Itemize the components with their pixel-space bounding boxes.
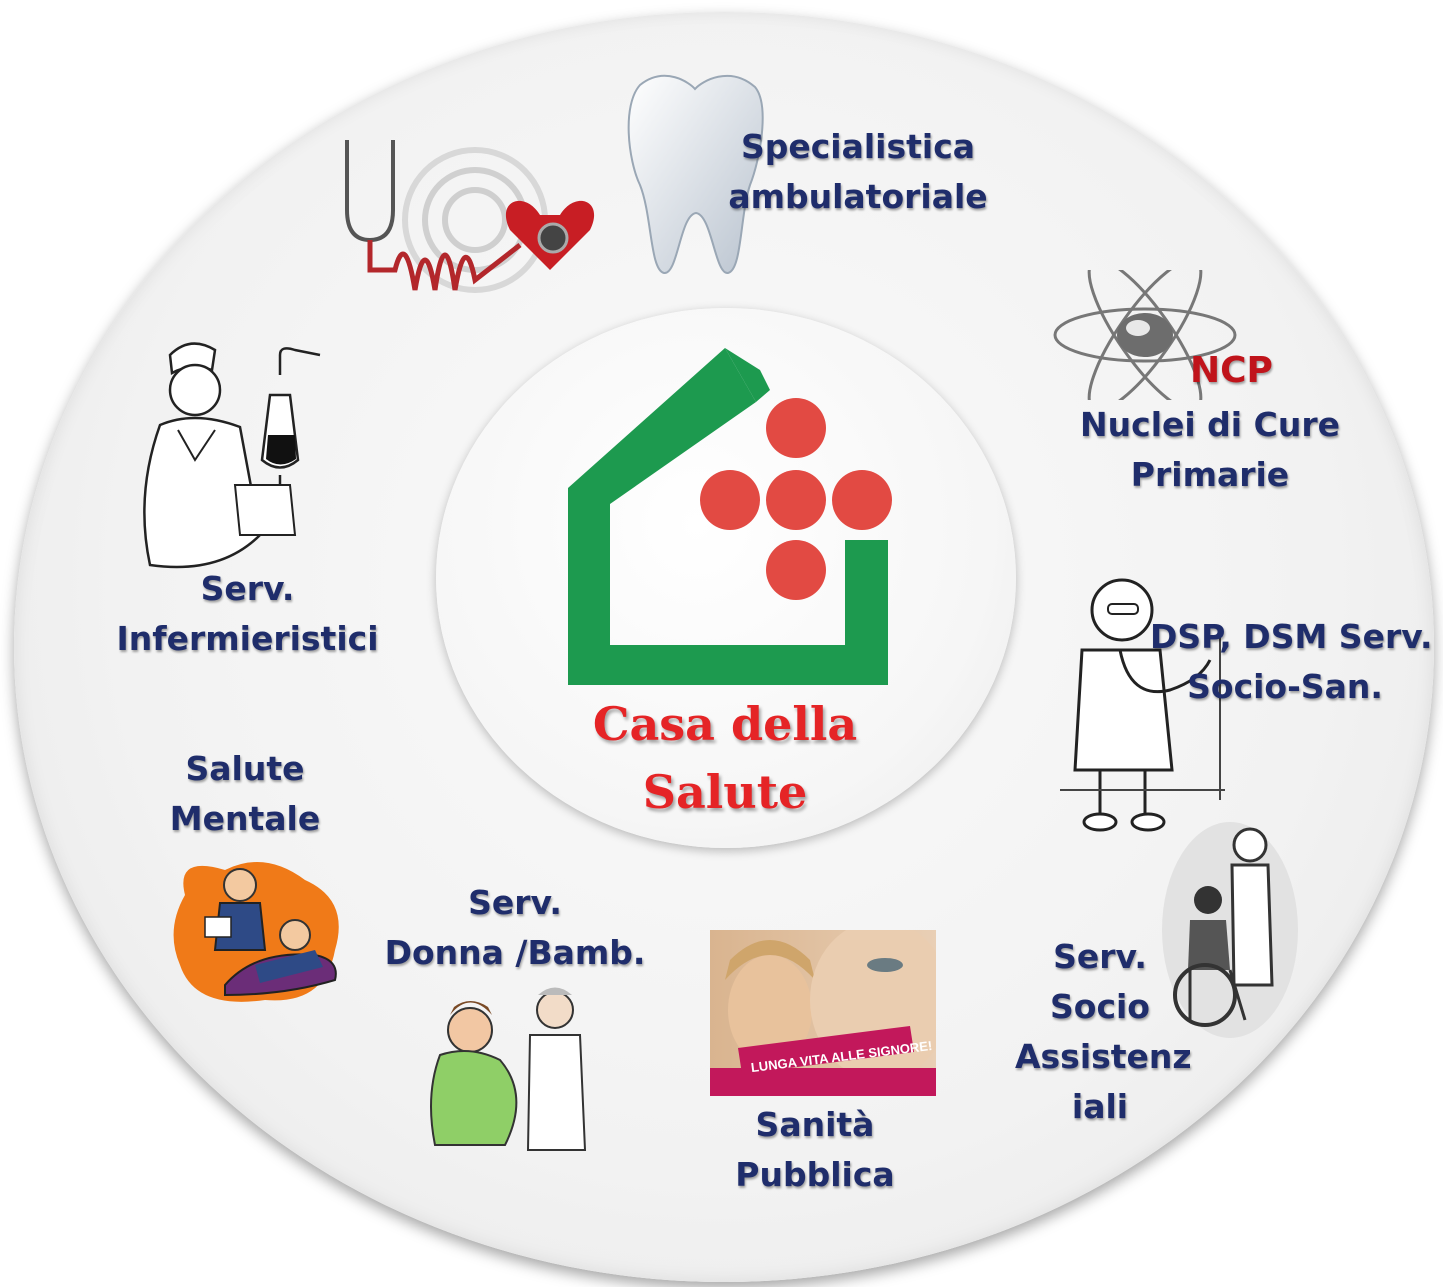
atom-icon: [1053, 270, 1237, 400]
nurse-icon: [143, 342, 321, 569]
label-mentale-line1: Salute: [185, 749, 305, 788]
label-donna-line1: Serv.: [468, 883, 562, 922]
house-cross-logo: [568, 348, 892, 685]
label-dsp-line1: DSP, DSM Serv.: [1150, 617, 1433, 656]
label-socio-line4: iali: [1071, 1087, 1129, 1126]
ncp-tag: NCP: [1190, 350, 1273, 391]
label-mentale: Salute Mentale: [150, 744, 340, 844]
label-socio-assistenziali: Serv. Socio Assistenz iali: [1015, 932, 1192, 1132]
center-title-line2: Salute: [642, 765, 808, 819]
stethoscope-heart-icon: [345, 140, 595, 293]
label-sanita-line2: Pubblica: [735, 1155, 895, 1194]
psychotherapy-icon: [173, 862, 339, 1002]
center-title: Casa della Salute: [500, 690, 950, 826]
label-sanita: Sanità Pubblica: [715, 1100, 915, 1200]
poster-image: LUNGA VITA ALLE SIGNORE!: [710, 930, 936, 1096]
tooth-icon: [627, 74, 764, 274]
label-dsp-line2: Socio-San.: [1187, 667, 1383, 706]
center-title-line1: Casa della: [592, 697, 858, 751]
label-specialistica-line1: Specialistica: [740, 127, 976, 166]
label-infermieristici-line1: Serv.: [200, 569, 295, 608]
label-socio-line2: Socio: [1050, 987, 1150, 1026]
label-mentale-line2: Mentale: [169, 799, 321, 838]
label-donna-line2: Donna /Bamb.: [384, 933, 646, 972]
pregnant-woman-icon: [430, 987, 587, 1151]
label-ncp-line1: Nuclei di Cure: [1080, 405, 1340, 444]
label-sanita-line1: Sanità: [755, 1105, 875, 1144]
label-specialistica: Specialistica ambulatoriale: [728, 122, 988, 222]
label-infermieristici-line2: Infermieristici: [116, 619, 379, 658]
label-specialistica-line2: ambulatoriale: [728, 177, 988, 216]
label-ncp-line2: Primarie: [1130, 455, 1290, 494]
doctor-icon: [1060, 578, 1225, 832]
wheelchair-icon: [1162, 822, 1298, 1038]
label-socio-line3: Assistenz: [1015, 1037, 1192, 1076]
label-infermieristici: Serv. Infermieristici: [115, 564, 380, 664]
label-donna: Serv. Donna /Bamb.: [380, 878, 650, 978]
label-socio-line1: Serv.: [1053, 937, 1147, 976]
label-ncp: Nuclei di Cure Primarie: [1075, 400, 1345, 500]
label-dsp: DSP, DSM Serv. Socio-San.: [1150, 612, 1433, 712]
